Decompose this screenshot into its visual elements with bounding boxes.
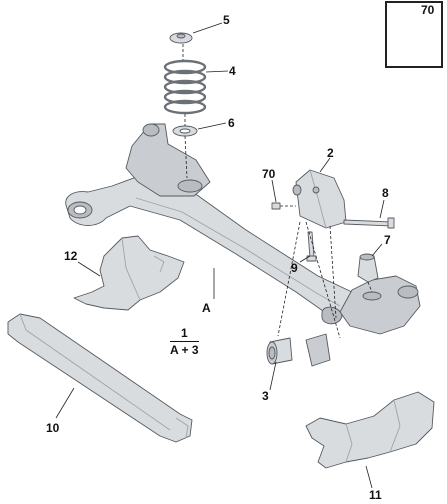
callout-5: 5: [223, 13, 230, 27]
assembly-guides: [182, 44, 373, 339]
formula-divider: [170, 341, 199, 342]
protective-cover-10: [7, 313, 193, 443]
callout-A: A: [202, 301, 211, 315]
rear-axle-beam: [65, 123, 421, 335]
callout-70: 70: [262, 167, 276, 181]
upper-spring-seat: [169, 32, 193, 44]
callout-12: 12: [64, 249, 78, 263]
mounting-bracket: [292, 169, 347, 229]
callout-4: 4: [229, 64, 236, 78]
callout-70-inset: 70: [421, 3, 435, 17]
callout-9: 9: [291, 261, 298, 275]
heat-shield-12: [73, 235, 185, 311]
assembly-formula: 1 A + 3: [170, 327, 199, 356]
formula-a-plus-3: A + 3: [170, 343, 199, 357]
lower-spring-seat: [172, 125, 198, 137]
callout-7: 7: [384, 233, 391, 247]
coil-spring: [163, 59, 207, 115]
bushing: [266, 333, 331, 367]
callout-10: 10: [46, 421, 60, 435]
heat-shield-11: [305, 391, 435, 469]
nut-detail-inset: [385, 1, 443, 68]
bolt-70: [271, 202, 281, 210]
bolt-8: [343, 217, 395, 229]
callout-11: 11: [369, 488, 382, 502]
callout-8: 8: [382, 186, 389, 200]
bump-stop: [357, 253, 379, 283]
callout-2: 2: [327, 146, 334, 160]
leader-lines: [55, 22, 385, 489]
callout-3: 3: [262, 389, 269, 403]
callout-6: 6: [228, 116, 235, 130]
bolt-9: [306, 231, 317, 262]
callout-1: 1: [180, 326, 188, 340]
